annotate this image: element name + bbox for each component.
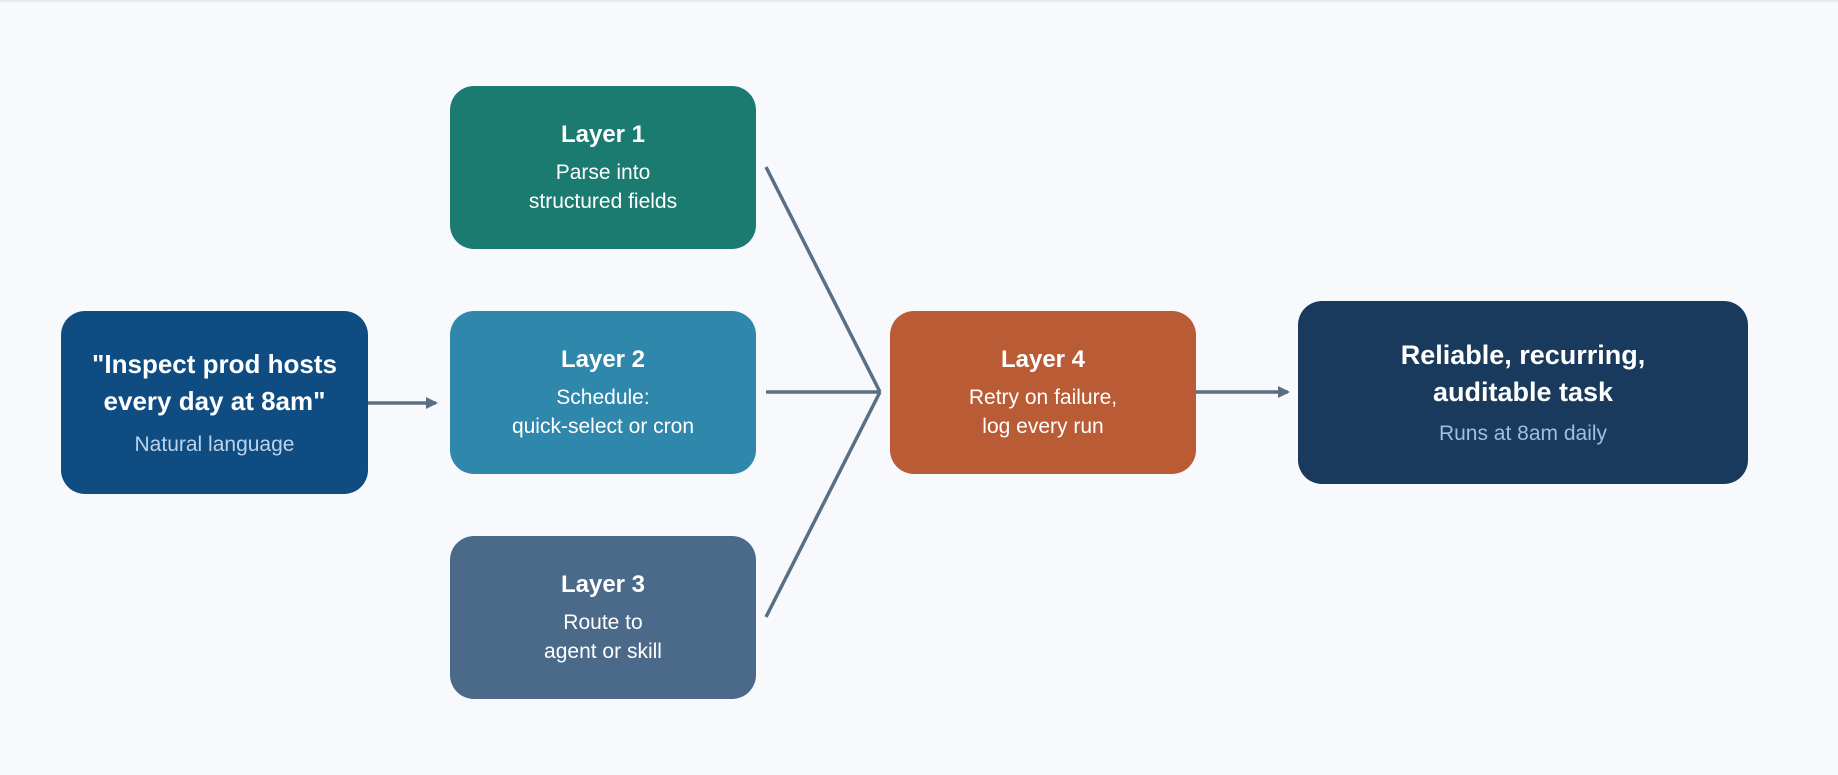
layer-1-description: Parse into structured fields [528,161,678,213]
input-node-subtitle: Natural language [134,433,295,456]
layer-4-node: Layer 4 Retry on failure, log every run [890,311,1196,474]
input-node: "Inspect prod hosts every day at 8am" Na… [61,311,368,494]
layer-4-description: Retry on failure, log every run [968,386,1118,438]
layer-2-description: Schedule: quick-select or cron [511,386,695,438]
layer-2-title: Layer 2 [560,346,646,373]
layer-2-node: Layer 2 Schedule: quick-select or cron [450,311,756,474]
connector-layer1-to-layer4 [764,166,882,393]
layer-1-node: Layer 1 Parse into structured fields [450,86,756,249]
top-border [0,0,1838,2]
layer-3-node: Layer 3 Route to agent or skill [450,536,756,699]
layer-1-title: Layer 1 [560,121,646,148]
layer-3-description: Route to agent or skill [544,611,662,663]
result-node-title: Reliable, recurring, auditable task [1400,340,1646,407]
input-node-title: "Inspect prod hosts every day at 8am" [92,349,337,416]
result-node: Reliable, recurring, auditable task Runs… [1298,301,1748,484]
result-node-subtitle: Runs at 8am daily [1438,422,1608,445]
layer-4-title: Layer 4 [1000,346,1086,373]
connector-layer3-to-layer4 [764,391,882,618]
layer-3-title: Layer 3 [560,571,646,598]
